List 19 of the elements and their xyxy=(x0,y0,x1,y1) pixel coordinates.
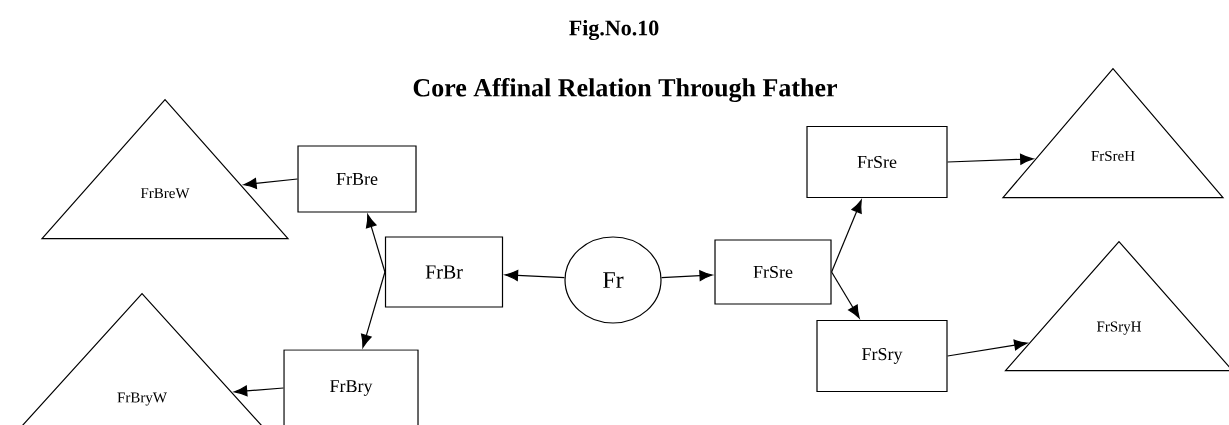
box: FrSre xyxy=(714,239,832,305)
box: FrSry xyxy=(816,319,948,393)
arrow xyxy=(831,271,860,319)
arrow xyxy=(504,269,566,281)
figure-number: Fig.No.10 xyxy=(569,19,659,41)
box: FrBry xyxy=(283,349,419,425)
arrow xyxy=(365,214,386,273)
triangle: FrSryH xyxy=(1004,240,1229,372)
box: FrBr xyxy=(384,236,504,308)
arrow xyxy=(243,177,298,189)
arrow xyxy=(947,339,1028,357)
arrow xyxy=(234,385,284,397)
arrow xyxy=(947,153,1034,165)
arrow xyxy=(361,271,386,348)
box: FrBre xyxy=(297,145,417,213)
arrow xyxy=(660,270,713,282)
heading: Core Affinal Relation Through Father xyxy=(413,78,837,102)
box: FrSre xyxy=(806,125,948,199)
arrow xyxy=(831,199,862,273)
